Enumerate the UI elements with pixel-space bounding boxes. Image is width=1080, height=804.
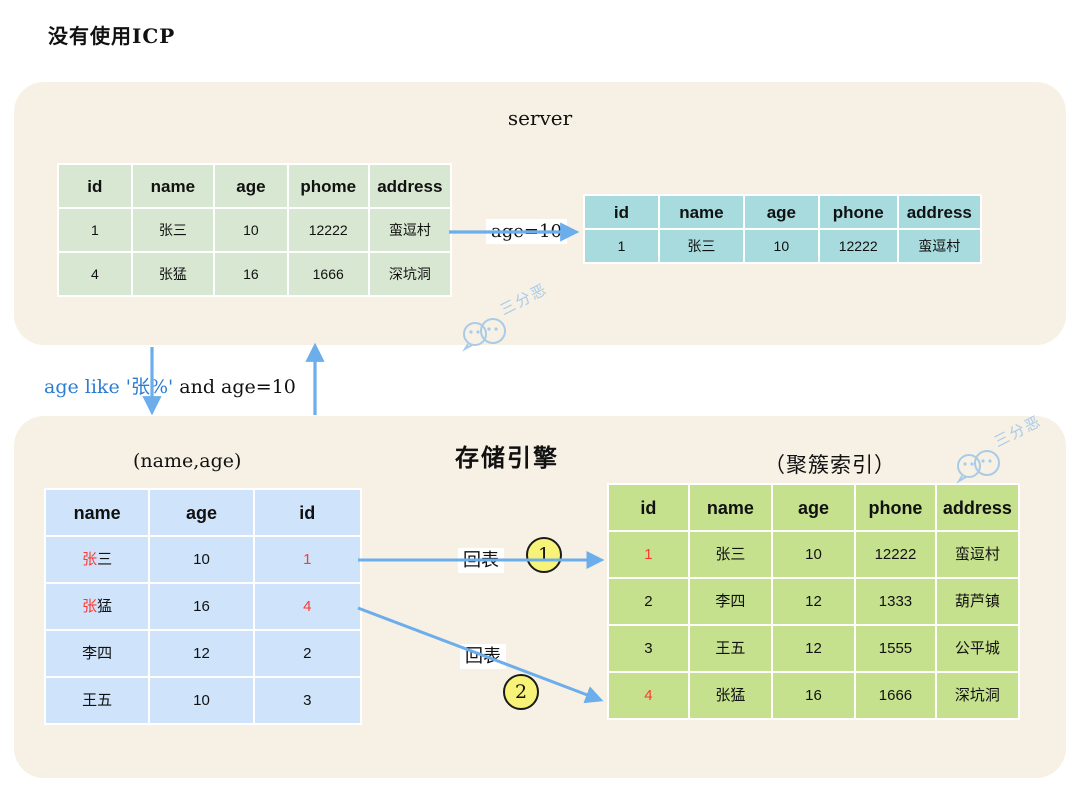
clustered-index-label: （聚簇索引） [764, 453, 896, 477]
query-condition: age like '张%' and age=10 [44, 372, 296, 399]
table-cell: 1666 [856, 673, 935, 718]
table-cell: 16 [215, 253, 287, 295]
table-cell: 10 [772, 532, 855, 577]
table-cell: 12 [772, 579, 855, 624]
table-cell: 2 [609, 579, 688, 624]
table-cell: 1 [609, 532, 688, 577]
table-header-cell: address [898, 196, 980, 228]
table-cell: 10 [215, 209, 287, 251]
table-cell: 12222 [288, 209, 368, 251]
secondary-index-label: (name,age) [133, 450, 242, 472]
table-cell: 1 [585, 230, 658, 262]
table-cell: 张猛 [689, 673, 771, 718]
table-cell: 2 [254, 631, 360, 676]
table-cell: 1 [59, 209, 131, 251]
server-panel-title: server [507, 106, 573, 130]
table-header-cell: phone [856, 485, 935, 530]
table-cell: 张三 [46, 537, 149, 582]
table-header-cell: age [744, 196, 818, 228]
table-header-cell: address [369, 165, 450, 207]
table-cell: 12 [150, 631, 253, 676]
table-cell: 葫芦镇 [936, 579, 1018, 624]
table-cell: 1333 [856, 579, 935, 624]
table-cell: 蛮逗村 [369, 209, 450, 251]
table-header-cell: name [46, 490, 149, 535]
table-cell: 4 [59, 253, 131, 295]
page-title: 没有使用ICP [48, 24, 176, 48]
watermark: 三分恶 [461, 280, 571, 352]
table-cell: 蛮逗村 [936, 532, 1018, 577]
table-cell: 张三 [132, 209, 214, 251]
table-cell: 12 [772, 626, 855, 671]
table-cell: 1 [254, 537, 360, 582]
age-filter-arrow-label: age=10 [486, 219, 567, 245]
table-cell: 1666 [288, 253, 368, 295]
table-cell: 16 [772, 673, 855, 718]
step-badge-2: 2 [503, 674, 539, 710]
table-header-cell: age [150, 490, 253, 535]
table-cell: 李四 [689, 579, 771, 624]
step-badge-1: 1 [526, 537, 562, 573]
table-header-cell: phome [288, 165, 368, 207]
back-to-table-label-2: 回表 [460, 644, 506, 670]
table-cell: 3 [609, 626, 688, 671]
table-cell: 张猛 [46, 584, 149, 629]
table-cell: 公平城 [936, 626, 1018, 671]
table-header-cell: id [59, 165, 131, 207]
table-cell: 王五 [46, 678, 149, 723]
table-header-cell: phone [819, 196, 897, 228]
table-header-cell: name [132, 165, 214, 207]
table-cell: 张三 [659, 230, 743, 262]
table-cell: 12222 [856, 532, 935, 577]
table-cell: 4 [254, 584, 360, 629]
table-cell: 张三 [689, 532, 771, 577]
table-cell: 蛮逗村 [898, 230, 980, 262]
wechat-bubbles-icon [956, 450, 1000, 484]
engine-panel-title: 存储引擎 [455, 443, 559, 472]
table-header-cell: address [936, 485, 1018, 530]
wechat-bubbles-icon [462, 318, 506, 352]
query-condition-index-part: age like '张%' [44, 376, 174, 398]
table-header-cell: age [772, 485, 855, 530]
table-cell: 张猛 [132, 253, 214, 295]
table-cell: 4 [609, 673, 688, 718]
table-header-cell: name [659, 196, 743, 228]
table-cell: 王五 [689, 626, 771, 671]
table-cell: 3 [254, 678, 360, 723]
table-cell: 10 [150, 537, 253, 582]
table-cell: 10 [744, 230, 818, 262]
table-cell: 1555 [856, 626, 935, 671]
back-to-table-label-1: 回表 [458, 548, 504, 574]
table-header-cell: age [215, 165, 287, 207]
table-cell: 深坑洞 [936, 673, 1018, 718]
table-cell: 10 [150, 678, 253, 723]
watermark: 三分恶 [955, 412, 1065, 484]
watermark-text: 三分恶 [991, 411, 1045, 451]
table-cell: 16 [150, 584, 253, 629]
table-header-cell: name [689, 485, 771, 530]
table-header-cell: id [254, 490, 360, 535]
table-header-cell: id [585, 196, 658, 228]
table-header-cell: id [609, 485, 688, 530]
table-cell: 深坑洞 [369, 253, 450, 295]
table-cell: 李四 [46, 631, 149, 676]
query-condition-rest-part: and age=10 [173, 376, 296, 398]
table-cell: 12222 [819, 230, 897, 262]
watermark-text: 三分恶 [497, 279, 551, 319]
